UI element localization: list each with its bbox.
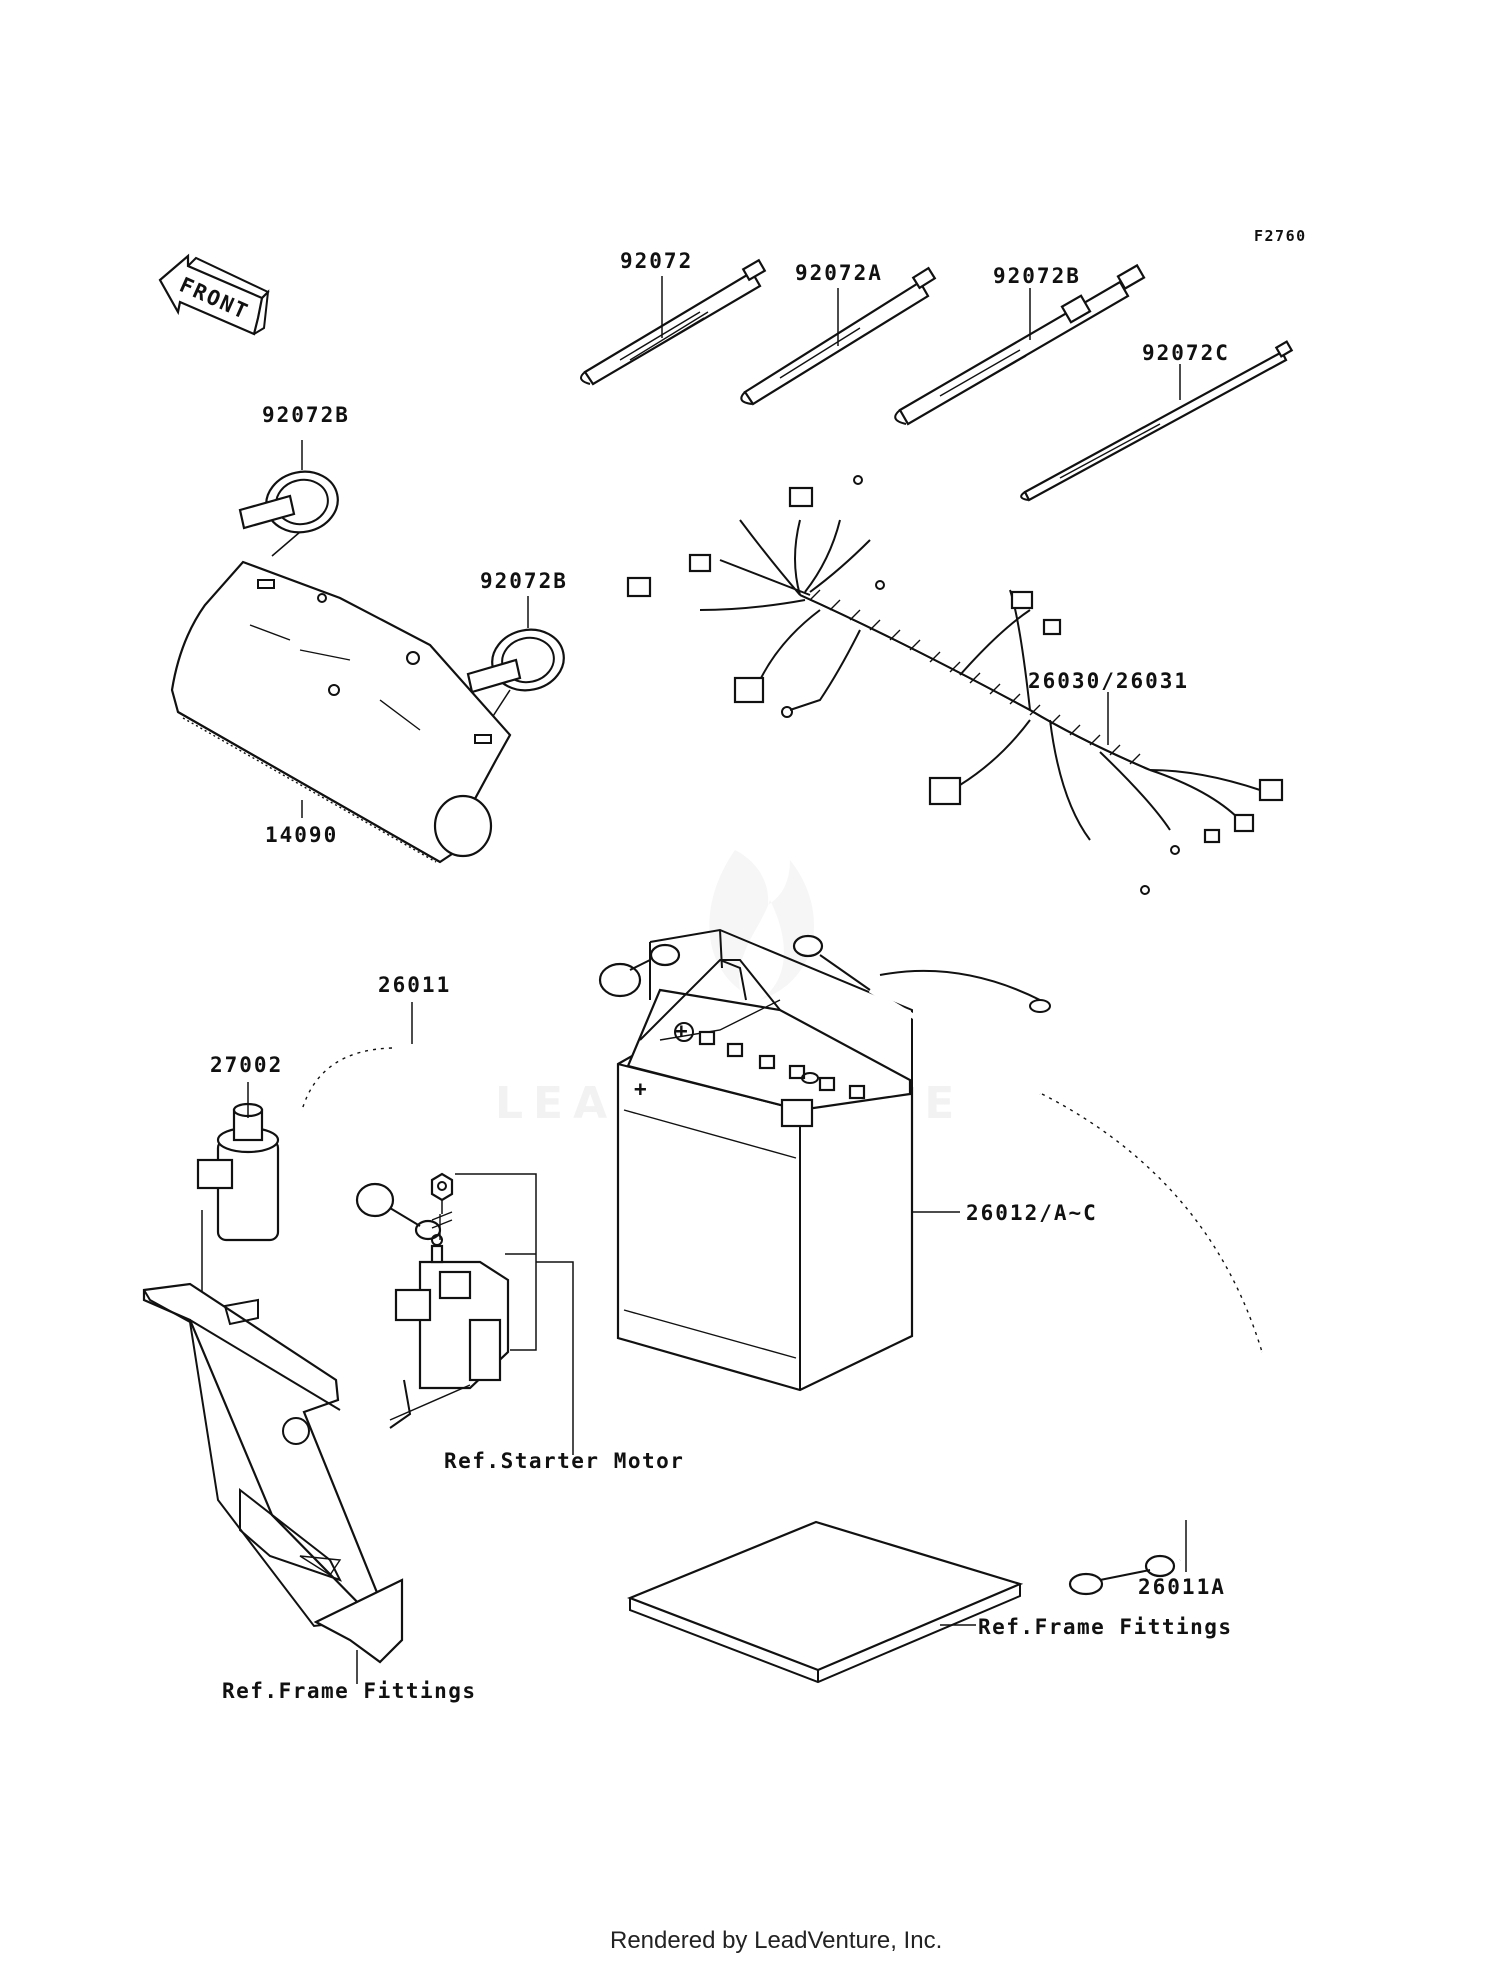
label-92072: 92072: [620, 249, 693, 273]
cable-tie-92072B-top: [894, 263, 1146, 426]
starter-relay: [389, 1172, 510, 1421]
relay-27002: [196, 1082, 280, 1300]
battery-cable-26011A: [792, 934, 1271, 1596]
battery-minus-icon: +: [634, 1077, 649, 1101]
label-26012: 26012/A~C: [966, 1201, 1098, 1225]
label-26030-26031: 26030/26031: [1028, 669, 1189, 693]
leader-ref-starter: [455, 1173, 574, 1455]
battery-cable-26011: [298, 943, 681, 1241]
label-14090: 14090: [265, 823, 338, 847]
label-ref-frame-fittings-right: Ref.Frame Fittings: [978, 1615, 1233, 1639]
clamp-92072B-mid: [466, 596, 565, 731]
figure-code: F2760: [1254, 227, 1307, 245]
label-92072B-mid: 92072B: [480, 569, 568, 593]
label-ref-starter-motor: Ref.Starter Motor: [444, 1449, 684, 1473]
battery-plus-icon: +: [675, 1019, 690, 1043]
battery-26012: + +: [616, 928, 960, 1392]
cable-tie-92072C: [1020, 340, 1294, 502]
label-ref-frame-fittings-left: Ref.Frame Fittings: [222, 1679, 477, 1703]
label-27002: 27002: [210, 1053, 283, 1077]
cable-tie-92072: [580, 258, 767, 386]
label-26011A: 26011A: [1138, 1575, 1226, 1599]
label-92072A: 92072A: [795, 261, 883, 285]
label-26011: 26011: [378, 973, 451, 997]
cable-tie-92072A: [740, 266, 937, 406]
battery-pad: [627, 1520, 1024, 1684]
label-92072B-top: 92072B: [993, 264, 1081, 288]
battery-bracket-left: [142, 1282, 412, 1684]
label-92072C: 92072C: [1142, 341, 1230, 365]
front-arrow-icon: FRONT: [158, 253, 270, 336]
footer-credit: Rendered by LeadVenture, Inc.: [610, 1927, 942, 1954]
clamp-92072B-left: [238, 440, 339, 557]
label-92072B-left: 92072B: [262, 403, 350, 427]
wiring-harness-26030: [626, 475, 1284, 895]
pad-14090: [170, 560, 512, 864]
